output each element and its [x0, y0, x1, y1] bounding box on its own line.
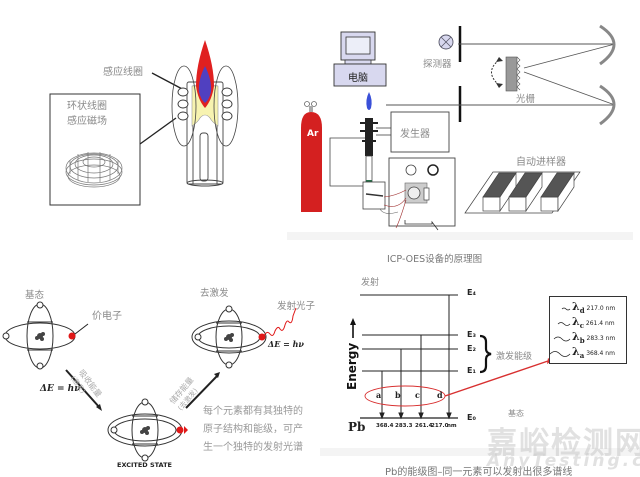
legend-waves [550, 307, 571, 357]
wavelength-a: 368.4 [376, 423, 394, 429]
torch-illustration [49, 40, 239, 206]
torch-panel: 感应线圈 环状线圈 感应磁场 [0, 0, 280, 240]
instrument-schematic [301, 24, 616, 231]
atom-model-illustration [2, 301, 297, 462]
lambda-c-value: 261.4 nm [585, 320, 615, 327]
level-e1: E₁ [467, 366, 476, 375]
watermark-cn: 嘉峪检测网 [487, 426, 640, 461]
description-line-3: 生一个独特的发射光谱 [203, 442, 303, 453]
transition-d: d [437, 390, 443, 400]
lambda-b-symbol: λb [572, 330, 585, 346]
instrument-caption: ICP-OES设备的原理图 [387, 254, 483, 265]
energy-diagram-panel: 发射 Energy E₄ E₃ E₂ E₁ E₀ 激发能级 基态 a b c d… [320, 260, 640, 477]
lambda-d-symbol: λd [572, 300, 585, 316]
valence-electron-label: 价电子 [92, 311, 122, 322]
energy-diagram-caption: Pb的能级图–同一元素可以发射出很多谱线 [385, 467, 573, 477]
grating-icon [505, 56, 521, 92]
inset-title-line2: 感应磁场 [67, 116, 107, 127]
wavelength-c: 261.4 [415, 423, 433, 429]
transition-a: a [376, 390, 382, 400]
level-e4: E₄ [467, 288, 476, 297]
photon-wave-icon [263, 307, 297, 337]
detector-label: 探测器 [423, 59, 452, 70]
element-description: 每个元素都有其独特的 原子结构和能级，可产 生一个独特的发射光谱 [203, 403, 303, 457]
description-line-1: 每个元素都有其独特的 [203, 406, 303, 417]
legend-row-c: λc 261.4 nm [572, 315, 615, 330]
transition-c: c [415, 390, 420, 400]
level-e0: E₀ [467, 413, 476, 422]
lambda-b-value: 283.3 nm [586, 335, 616, 342]
element-label: Pb [348, 420, 366, 434]
delta-e-left: ΔE = hν [40, 384, 81, 394]
energy-axis-label: Energy [345, 342, 359, 390]
inset-title-line1: 环状线圈 [67, 101, 107, 112]
ground-label: 基态 [508, 409, 524, 418]
atom-model-panel: 基态 价电子 去激发 发射光子 ΔE = hν ΔE = hν 吸收能量 (激发… [0, 260, 320, 477]
excited-levels-label: 激发能级 [496, 352, 533, 362]
level-e2: E₂ [467, 344, 476, 353]
emission-label: 发射 [361, 278, 380, 288]
grating-label: 光栅 [516, 94, 536, 105]
lambda-a-value: 368.4 nm [586, 350, 615, 357]
watermark-en: AnyTesting.com [487, 451, 640, 471]
torch-assembly-icon [360, 92, 378, 184]
emitted-photon-label: 发射光子 [277, 301, 316, 312]
level-e3: E₃ [467, 330, 476, 339]
excited-state-label: EXCITED STATE [117, 461, 172, 469]
transition-b: b [395, 390, 401, 400]
wavelength-b: 283.3 [395, 423, 413, 429]
brace-icon [479, 334, 492, 374]
toroid-coil-icon [65, 152, 123, 188]
computer-icon [333, 31, 387, 87]
detector-icon [438, 34, 454, 50]
autosampler-icon [464, 171, 581, 214]
energy-panel-shadow [320, 448, 640, 456]
energy-level-diagram [350, 294, 552, 420]
lambda-c-symbol: λc [572, 315, 584, 331]
instrument-panel-shadow [287, 232, 633, 240]
coil-label: 感应线圈 [103, 67, 143, 78]
computer-label: 电脑 [348, 73, 368, 84]
argon-label: Ar [307, 129, 319, 139]
legend-row-a: λa 368.4 nm [572, 345, 615, 360]
deexcitation-label: 去激发 [200, 288, 229, 299]
wavelength-legend: λd 217.0 nm λc 261.4 nm λb 283.3 nm λa 3… [549, 296, 627, 364]
legend-row-b: λb 283.3 nm [572, 330, 615, 345]
deexcited-atom [191, 305, 267, 369]
lambda-d-value: 217.0 nm [586, 305, 616, 312]
wavelength-d: 217.0 [431, 423, 449, 429]
rotation-arrow-icon [491, 57, 503, 88]
autosampler-label: 自动进样器 [516, 157, 566, 168]
legend-row-d: λd 217.0 nm [572, 300, 615, 315]
description-line-2: 原子结构和能级，可产 [203, 424, 303, 435]
argon-cylinder-icon [301, 101, 322, 212]
delta-e-right: ΔE = hν [268, 339, 304, 349]
ground-state-label: 基态 [25, 290, 45, 301]
generator-label: 发生器 [400, 129, 430, 140]
wavelength-unit: nm [447, 423, 457, 429]
instrument-panel: 电脑 探测器 光栅 Ar 发生器 自动进样器 ICP-OES设备的原理图 [280, 0, 640, 270]
lambda-a-symbol: λa [572, 345, 585, 361]
